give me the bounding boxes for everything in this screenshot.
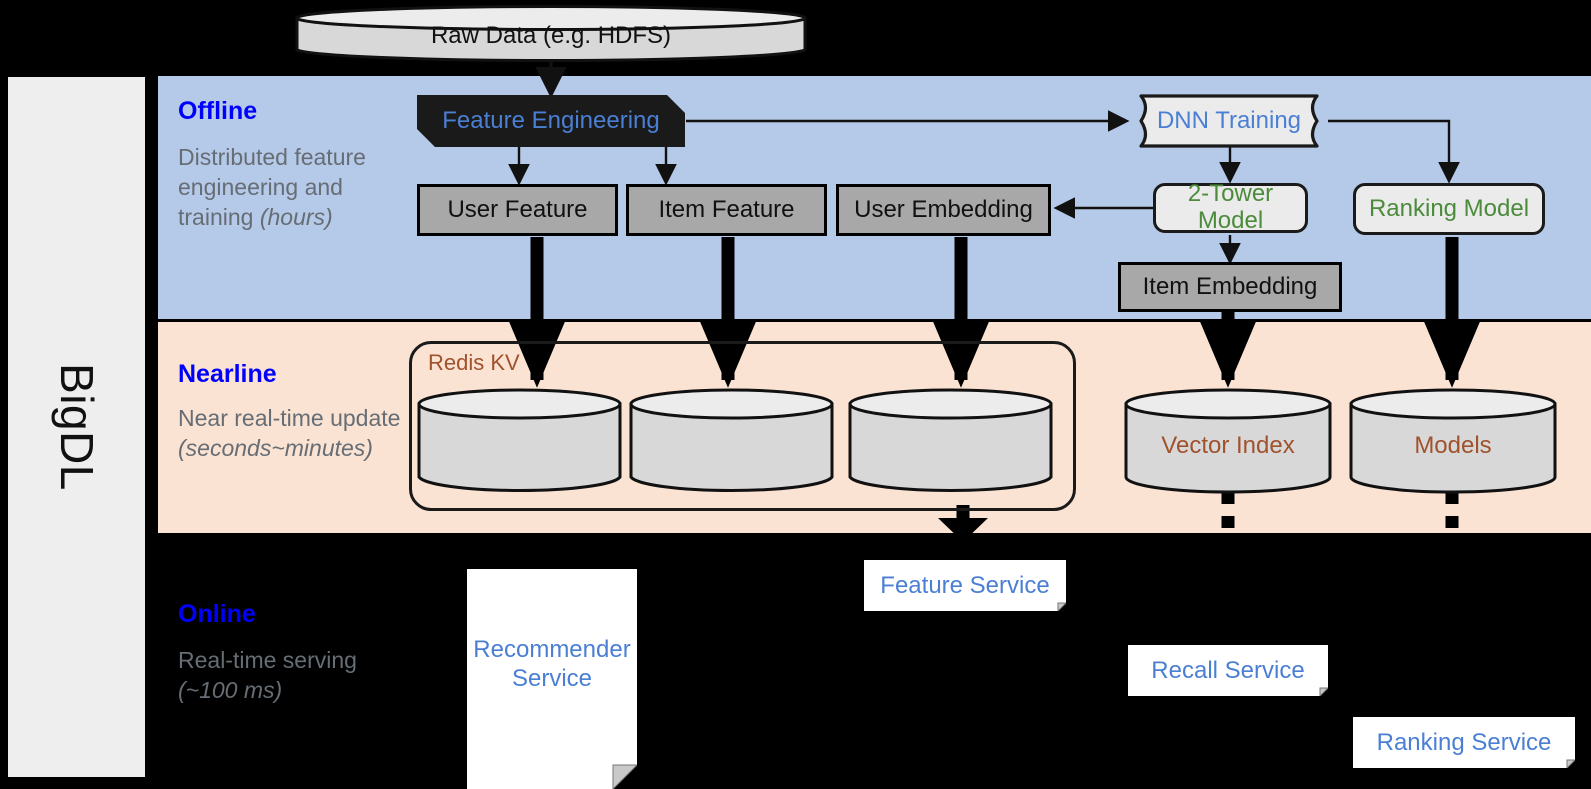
recommender-service-label: Recommender Service [473,635,631,692]
feature-service-label: Feature Service [880,571,1050,599]
band-title-online: Online [178,600,256,628]
item-embedding-label: Item Embedding [1142,272,1318,300]
band-desc-online-em: (~100 ms) [178,676,283,703]
band-desc-online-text: Real-time serving [178,647,357,673]
recall-service-node[interactable]: Recall Service [1128,645,1328,696]
vector-index-label: Vector Index [1161,432,1295,459]
ranking-service-node[interactable]: Ranking Service [1353,717,1575,768]
framework-name-label: BigDL [50,363,103,491]
raw-data-store[interactable]: Raw Data (e.g. HDFS) [295,4,807,64]
band-desc-nearline: Near real-time update (seconds~minutes) [178,404,408,464]
item-feature-node[interactable]: Item Feature [626,184,827,236]
band-desc-online: Real-time serving (~100 ms) [178,646,393,706]
band-desc-offline: Distributed feature engineering and trai… [178,143,393,233]
vector-index-store[interactable]: Vector Index [1124,388,1332,494]
two-tower-model-node[interactable]: 2-Tower Model [1153,180,1308,234]
user-embedding-label: User Embedding [854,195,1033,223]
dnn-training-node[interactable]: DNN Training [1128,93,1330,149]
ranking-model-label: Ranking Model [1368,194,1530,222]
recommender-service-node[interactable]: Recommender Service [467,569,637,789]
models-label: Models [1414,432,1492,459]
raw-data-label: Raw Data (e.g. HDFS) [430,22,672,49]
store-user-embedding[interactable] [848,388,1053,494]
user-feature-label: User Feature [447,195,588,223]
band-title-nearline: Nearline [178,360,277,388]
framework-sidebar: BigDL [8,77,145,777]
two-tower-model-label: 2-Tower Model [1187,180,1274,234]
band-title-offline: Offline [178,97,258,125]
item-feature-label: Item Feature [658,195,795,223]
models-store[interactable]: Models [1349,388,1557,494]
user-embedding-node[interactable]: User Embedding [836,184,1051,236]
band-desc-offline-em: (hours) [259,203,333,230]
feature-service-node[interactable]: Feature Service [864,560,1066,611]
redis-kv-label: Redis KV [428,350,520,375]
ranking-service-label: Ranking Service [1376,728,1552,756]
feature-engineering-label: Feature Engineering [442,106,660,134]
ranking-model-node[interactable]: Ranking Model [1353,183,1545,235]
band-desc-nearline-text: Near real-time update [178,405,401,431]
store-user-feature[interactable] [417,388,622,494]
user-feature-node[interactable]: User Feature [417,184,618,236]
feature-engineering-node[interactable]: Feature Engineering [417,95,685,147]
redis-kv-container [409,341,1076,511]
dnn-training-label: DNN Training [1156,107,1302,134]
item-embedding-node[interactable]: Item Embedding [1118,262,1342,312]
recall-service-label: Recall Service [1151,656,1305,684]
band-desc-nearline-em: (seconds~minutes) [178,434,373,461]
store-item-feature[interactable] [629,388,834,494]
band-desc-offline-text: Distributed feature engineering and trai… [178,144,366,230]
